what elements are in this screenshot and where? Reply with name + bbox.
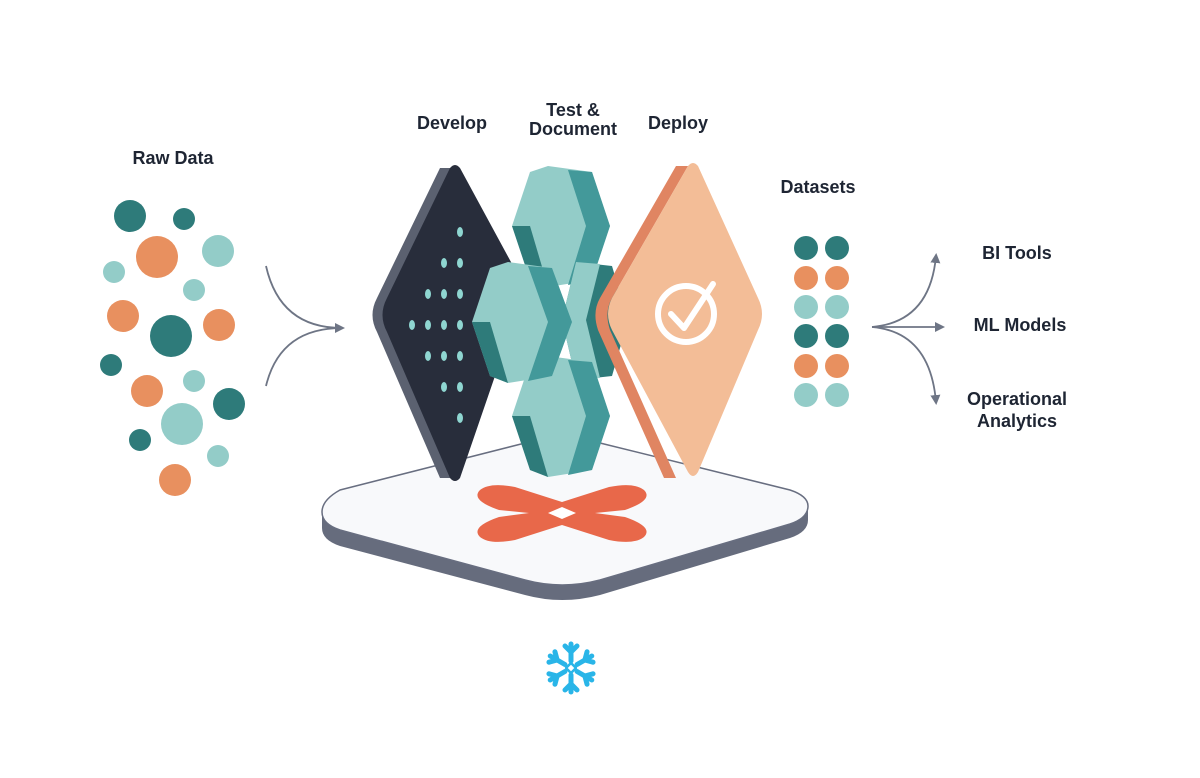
input-arrow-lower xyxy=(265,323,345,387)
deploy-diamond xyxy=(595,163,762,478)
datasets-label: Datasets xyxy=(780,177,856,197)
develop-dots xyxy=(409,227,463,423)
develop-stage-label: Develop xyxy=(416,113,488,133)
output-arrow-operational-analytics xyxy=(871,326,941,405)
datasets-grid xyxy=(794,236,849,407)
checkmark-circle-icon xyxy=(655,281,717,345)
output-arrows xyxy=(871,253,945,405)
input-arrows xyxy=(265,265,345,387)
raw-data-cluster xyxy=(100,200,245,496)
ml-models-label: ML Models xyxy=(973,315,1067,335)
raw-data-label: Raw Data xyxy=(132,148,214,168)
deploy-stage-label: Deploy xyxy=(647,113,708,133)
bi-tools-label: BI Tools xyxy=(982,243,1052,263)
test-document-stage-label: Test & Document xyxy=(528,100,617,139)
hex-block-left xyxy=(472,262,572,383)
hex-block-bottom xyxy=(512,356,610,477)
hex-block-top xyxy=(512,166,610,287)
dbt-logo xyxy=(477,485,647,542)
output-arrow-bi-tools xyxy=(871,253,941,328)
test-document-stack xyxy=(472,166,628,477)
input-arrow-upper xyxy=(265,265,343,329)
snowflake-icon xyxy=(546,641,596,695)
operational-analytics-label: Operational Analytics xyxy=(966,389,1068,431)
develop-diamond xyxy=(372,165,523,481)
